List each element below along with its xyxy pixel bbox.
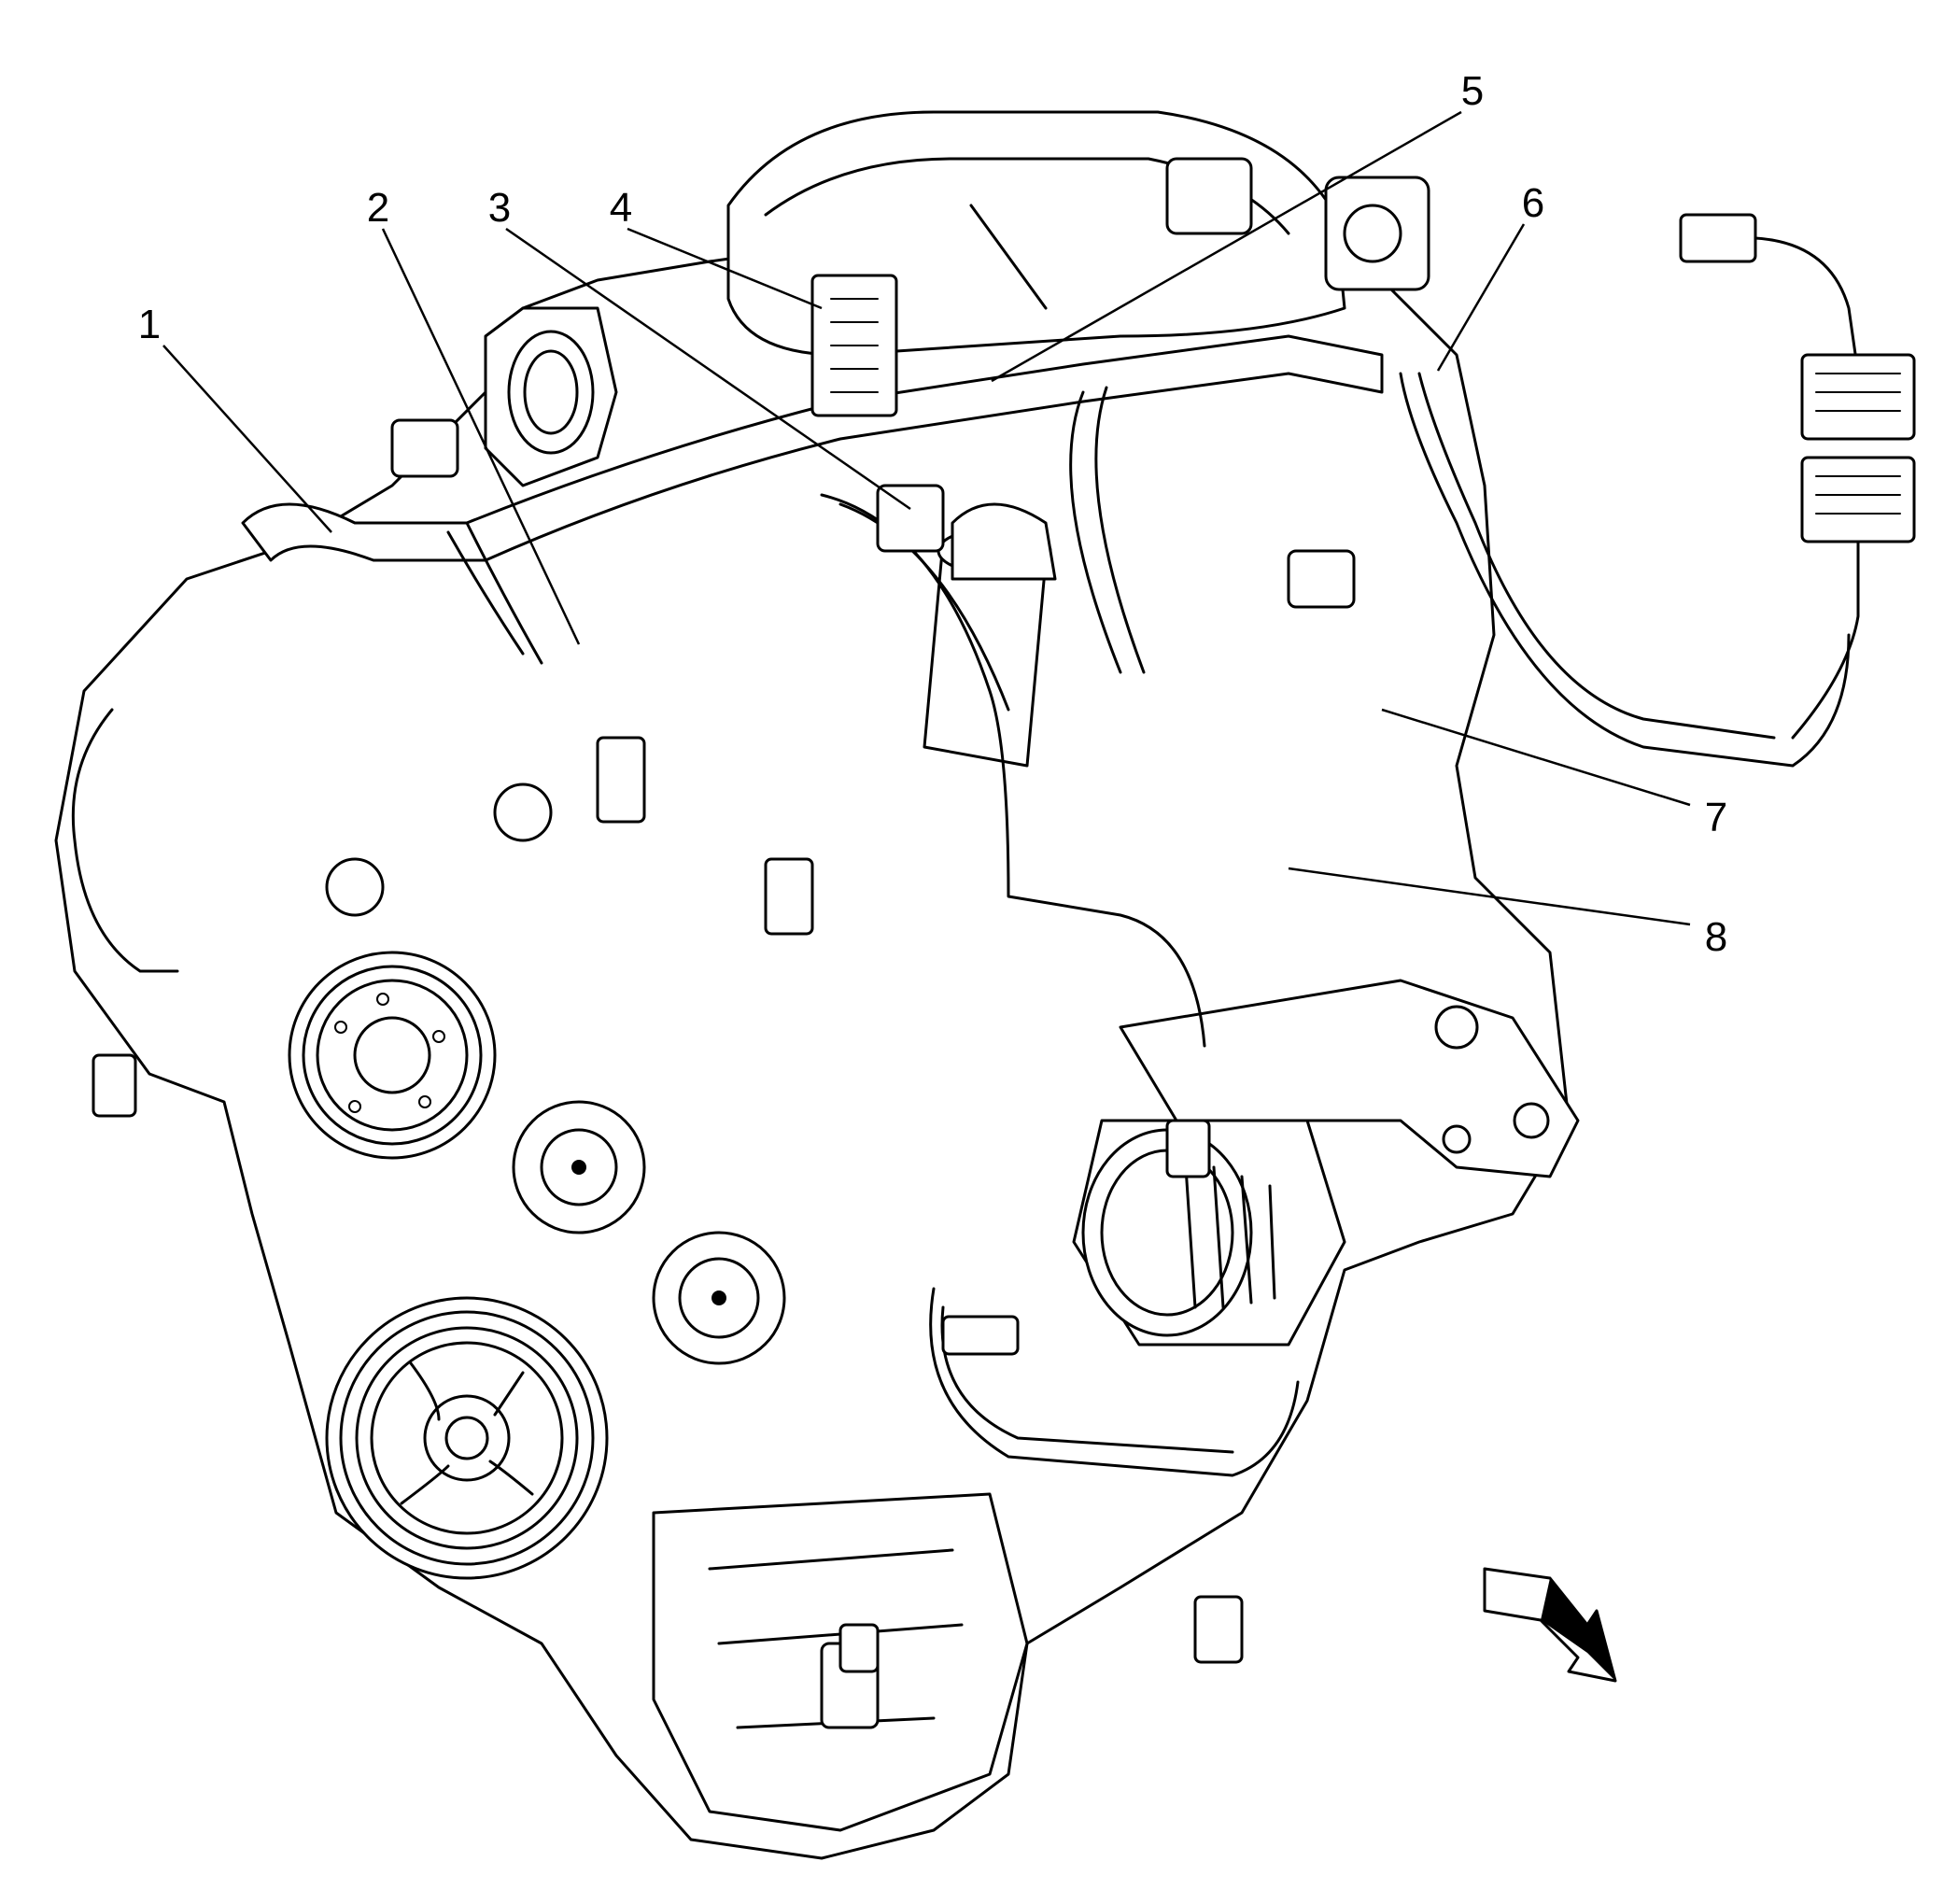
leader-6 [1436, 223, 1526, 372]
front-direction-arrow-icon [1483, 1567, 1617, 1683]
callout-3: 3 [488, 185, 511, 231]
crankshaft-balancer [325, 1296, 609, 1580]
harness-connectors [92, 213, 1916, 1673]
leader-5 [991, 110, 1462, 383]
leader-4 [627, 227, 823, 310]
leader-2 [381, 228, 581, 645]
callout-8: 8 [1705, 914, 1727, 960]
callout-2: 2 [367, 185, 389, 231]
leader-7 [1381, 708, 1691, 807]
leader-1 [162, 345, 332, 533]
exhaust-manifold [1119, 979, 1580, 1178]
water-pump-pulley [288, 951, 497, 1160]
generator [1072, 1119, 1346, 1347]
callout-5: 5 [1461, 68, 1484, 114]
callout-7: 7 [1705, 795, 1727, 840]
throttle-body [484, 306, 618, 487]
callout-4: 4 [610, 185, 632, 231]
leader-3 [505, 227, 911, 511]
leader-8 [1288, 867, 1691, 926]
callouts: 1 2 3 4 5 6 7 8 [138, 68, 1727, 960]
callout-1: 1 [138, 302, 161, 347]
callout-6: 6 [1522, 180, 1544, 226]
idler-pulleys [325, 783, 786, 1365]
